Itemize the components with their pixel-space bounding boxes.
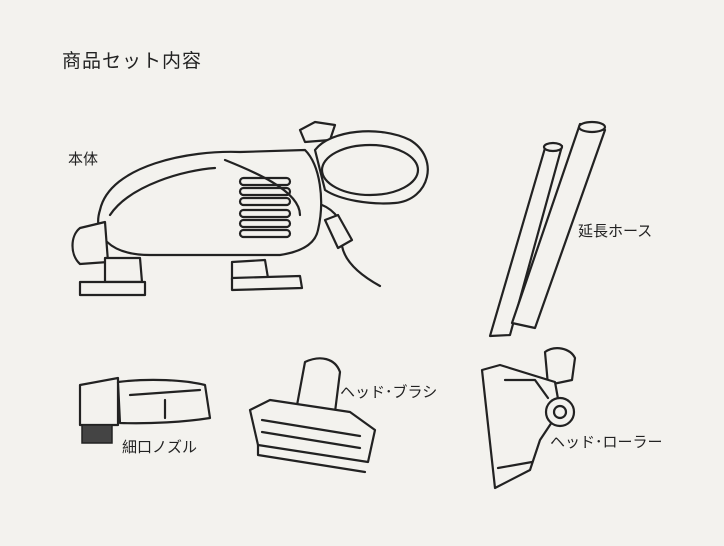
head-brush-drawing	[248, 357, 377, 474]
crevice-nozzle-drawing	[78, 376, 212, 444]
label-body: 本体	[68, 150, 99, 168]
label-extension-hose: 延長ホース	[578, 222, 653, 240]
head-roller-drawing	[480, 347, 577, 490]
label-head-brush: ヘッド･ブラシ	[340, 383, 438, 401]
vent-slots	[238, 176, 292, 239]
page-title: 商品セット内容	[62, 50, 203, 72]
label-head-roller: ヘッド･ローラー	[550, 433, 663, 451]
extension-hose-drawing	[488, 120, 607, 338]
vacuum-body-drawing	[71, 120, 429, 297]
label-crevice-nozzle: 細口ノズル	[122, 438, 198, 456]
